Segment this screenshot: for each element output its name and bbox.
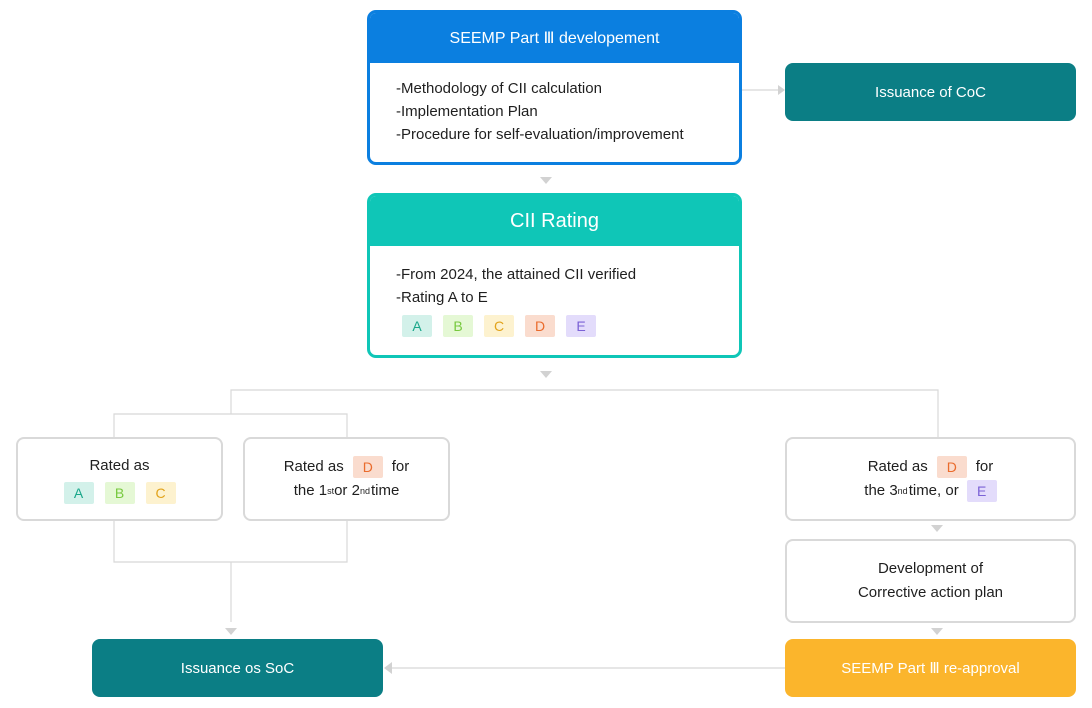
arrow-to-reapproval bbox=[931, 628, 943, 635]
corrective-plan-box: Development of Corrective action plan bbox=[785, 539, 1076, 623]
seemp-development-body: -Methodology of CII calculation -Impleme… bbox=[370, 63, 739, 146]
seemp-item-procedure: -Procedure for self-evaluation/improveme… bbox=[396, 126, 684, 143]
arrow-to-cii bbox=[540, 177, 552, 184]
rated-d-the-1: the 1 bbox=[293, 482, 328, 499]
grade-b-badge: B bbox=[443, 315, 473, 338]
cii-rating-card: CII Rating -From 2024, the attained CII … bbox=[367, 193, 742, 358]
arrow-from-cii bbox=[540, 371, 552, 378]
grade-c-badge: C bbox=[484, 315, 514, 338]
seemp-development-title: SEEMP Part Ⅲ developement bbox=[449, 30, 660, 47]
rated-abc-label: Rated as bbox=[89, 457, 150, 474]
arrow-to-corrective bbox=[931, 525, 943, 532]
connector-cii-split bbox=[230, 389, 939, 437]
rated-d-or-2: or 2 bbox=[334, 482, 360, 499]
issuance-soc-label: Issuance os SoC bbox=[180, 659, 295, 677]
grade-d-badge: D bbox=[936, 456, 967, 478]
grade-a-badge: A bbox=[402, 315, 432, 338]
grade-e-badge: E bbox=[566, 315, 596, 338]
seemp-reapproval-label: SEEMP Part Ⅲ re-approval bbox=[841, 660, 1020, 677]
grade-c-badge: C bbox=[145, 482, 176, 504]
rated-de-time-or: time, or bbox=[908, 482, 959, 499]
seemp-item-methodology: -Methodology of CII calculation bbox=[396, 80, 602, 97]
rated-de-post: for bbox=[975, 458, 994, 475]
cii-item-rating: -Rating A to E bbox=[396, 289, 488, 306]
rated-d-line1: Rated as D for bbox=[283, 455, 410, 479]
connector-left-branch-top bbox=[113, 413, 348, 437]
seemp-reapproval-box: SEEMP Part Ⅲ re-approval bbox=[785, 639, 1076, 697]
issuance-soc-box: Issuance os SoC bbox=[92, 639, 383, 697]
rated-d-time: time bbox=[370, 482, 400, 499]
rated-d-post: for bbox=[391, 458, 410, 475]
seemp-development-header: SEEMP Part Ⅲ developement bbox=[370, 13, 739, 63]
rated-de-pre: Rated as bbox=[867, 458, 928, 475]
grade-e-badge: E bbox=[966, 480, 997, 502]
grade-a-badge: A bbox=[63, 482, 94, 504]
cii-rating-body: -From 2024, the attained CII verified -R… bbox=[370, 246, 739, 338]
rated-d-pre: Rated as bbox=[283, 458, 344, 475]
arrow-to-soc bbox=[225, 628, 237, 635]
cii-rating-title: CII Rating bbox=[510, 209, 599, 232]
issuance-coc-box: Issuance of CoC bbox=[785, 63, 1076, 121]
issuance-coc-label: Issuance of CoC bbox=[875, 83, 986, 101]
rated-de-line1: Rated as D for bbox=[867, 455, 994, 479]
rated-de-the-3: the 3 bbox=[864, 482, 898, 499]
grade-d-badge: D bbox=[352, 456, 383, 478]
grade-d-badge: D bbox=[525, 315, 555, 338]
cii-rating-header: CII Rating bbox=[370, 196, 739, 246]
seemp-development-card: SEEMP Part Ⅲ developement -Methodology o… bbox=[367, 10, 742, 165]
corrective-line2: Corrective action plan bbox=[857, 584, 1004, 601]
connector-left-branch-bottom bbox=[113, 520, 348, 563]
corrective-line1: Development of bbox=[877, 560, 984, 577]
arrow-to-soc-from-right bbox=[384, 662, 392, 674]
grade-b-badge: B bbox=[104, 482, 135, 504]
seemp-item-plan: -Implementation Plan bbox=[396, 103, 538, 120]
arrow-to-coc bbox=[778, 85, 785, 95]
cii-item-verified: -From 2024, the attained CII verified bbox=[396, 266, 637, 283]
